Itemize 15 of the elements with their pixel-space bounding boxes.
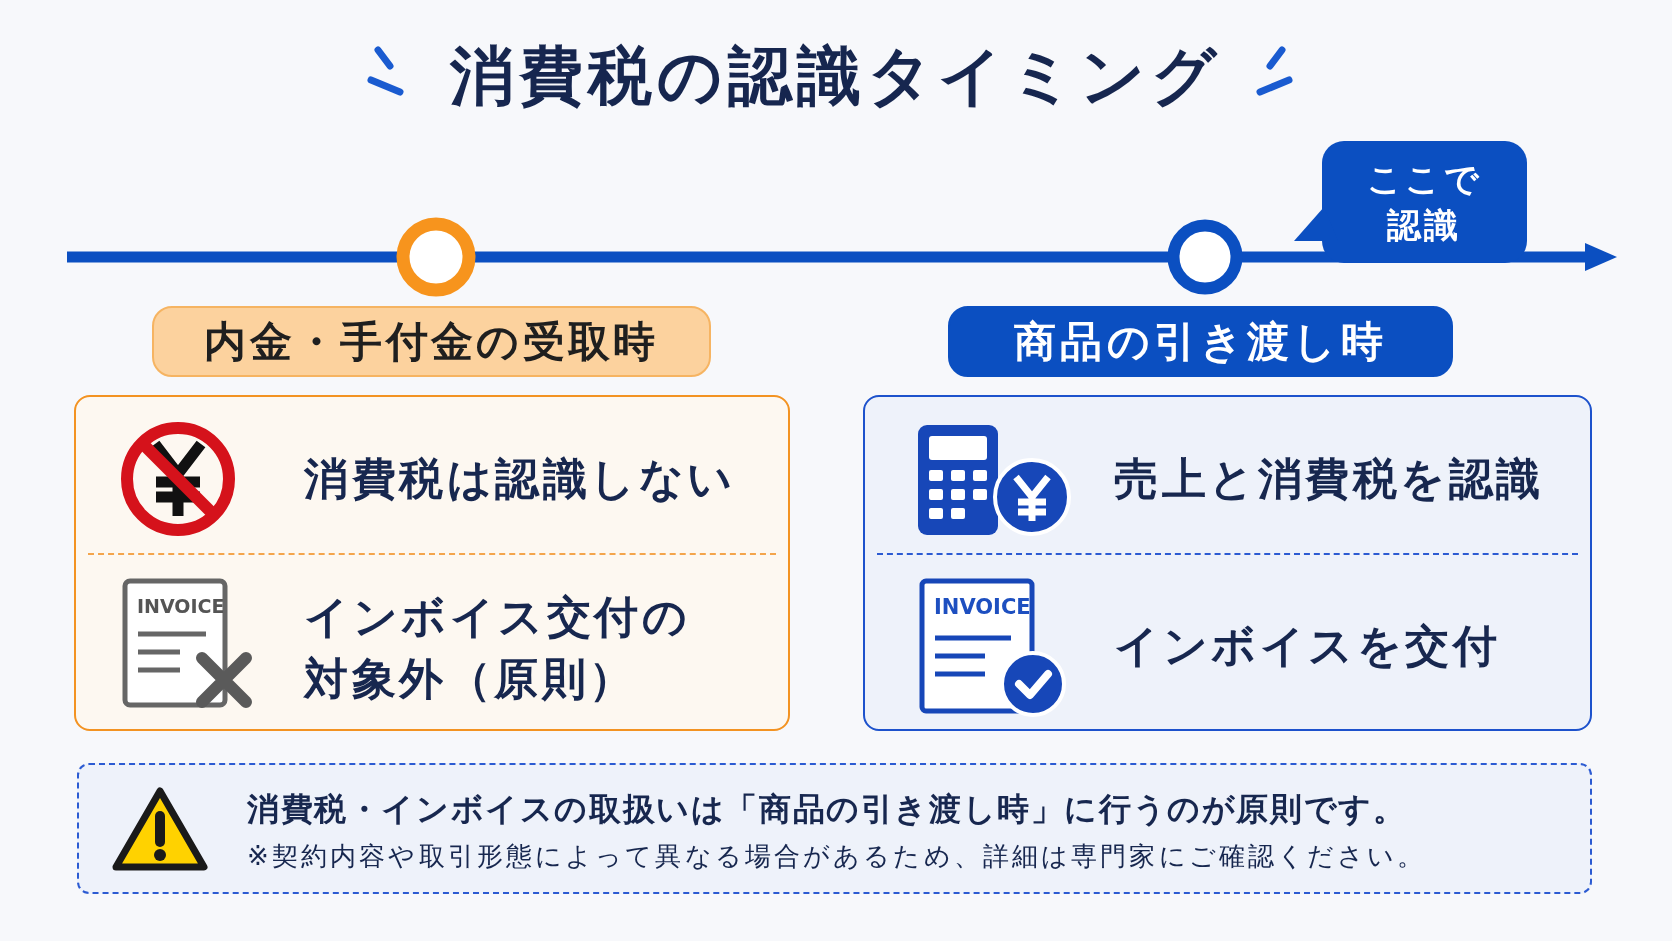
phase-pill: 内金・手付金の受取時 (152, 306, 711, 377)
document-heading: INVOICE (934, 595, 1031, 621)
disclaimer-text: ※契約内容や取引形態によって異なる場合があるため、詳細は専門家にご確認ください。 (247, 840, 1427, 874)
phase-pill: 商品の引き渡し時 (948, 306, 1453, 377)
title: 消費税の認識タイミング (449, 38, 1223, 115)
document-heading: INVOICE (137, 595, 225, 618)
info-panel (863, 395, 1592, 731)
info-panel (74, 395, 790, 731)
panel-text: 消費税は認識しない (304, 452, 736, 506)
note-text: 消費税・インボイスの取扱いは「商品の引き渡し時」に行うのが原則です。 (247, 789, 1407, 831)
bubble-text: ここで認識 (1365, 158, 1484, 247)
panel-text: インボイス交付の対象外（原則） (304, 590, 692, 706)
panel-text: 売上と消費税を認識 (1114, 452, 1544, 506)
note-box (77, 763, 1592, 894)
panel-text: インボイスを交付 (1114, 619, 1501, 673)
